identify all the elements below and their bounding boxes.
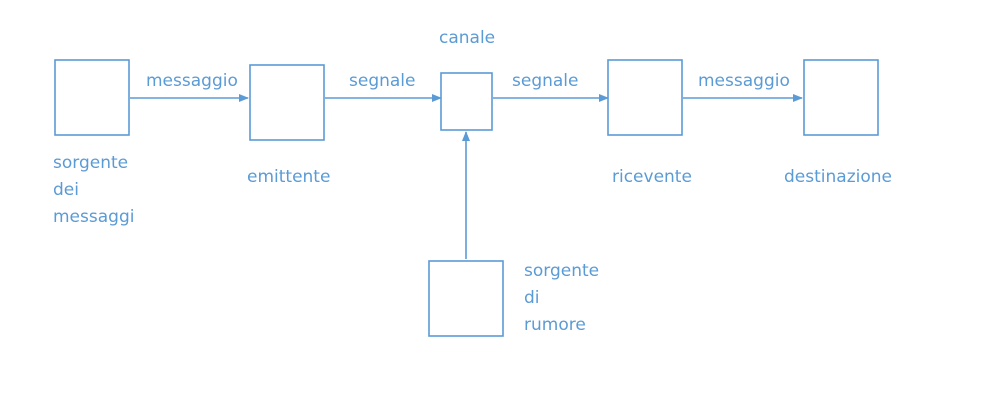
transmitter-label: emittente [247, 167, 330, 187]
receiver-label: ricevente [612, 167, 692, 187]
destination-node-box [803, 59, 879, 136]
edge-label-channel-to-receiver: segnale [512, 71, 578, 91]
noise-source-label: sorgente di rumore [524, 261, 605, 335]
destination-label: destinazione [784, 167, 892, 187]
source-node-box [54, 59, 130, 136]
receiver-node-box [607, 59, 683, 136]
noise-source-label-line-2: di [524, 288, 540, 308]
source-label-line-3: messaggi [53, 207, 134, 227]
channel-node-box [440, 72, 493, 131]
source-label-line-1: sorgente [53, 153, 128, 173]
channel-label: canale [439, 28, 495, 48]
noise-source-label-line-1: sorgente [524, 261, 599, 281]
source-label-line-2: dei [53, 180, 79, 200]
source-label: sorgente dei messaggi [53, 153, 134, 227]
edge-label-receiver-to-destination: messaggio [698, 71, 790, 91]
transmitter-node-box [249, 64, 325, 141]
noise-source-label-line-3: rumore [524, 315, 586, 335]
noise-source-node-box [428, 260, 504, 337]
edge-label-source-to-transmitter: messaggio [146, 71, 238, 91]
edge-label-transmitter-to-channel: segnale [349, 71, 415, 91]
